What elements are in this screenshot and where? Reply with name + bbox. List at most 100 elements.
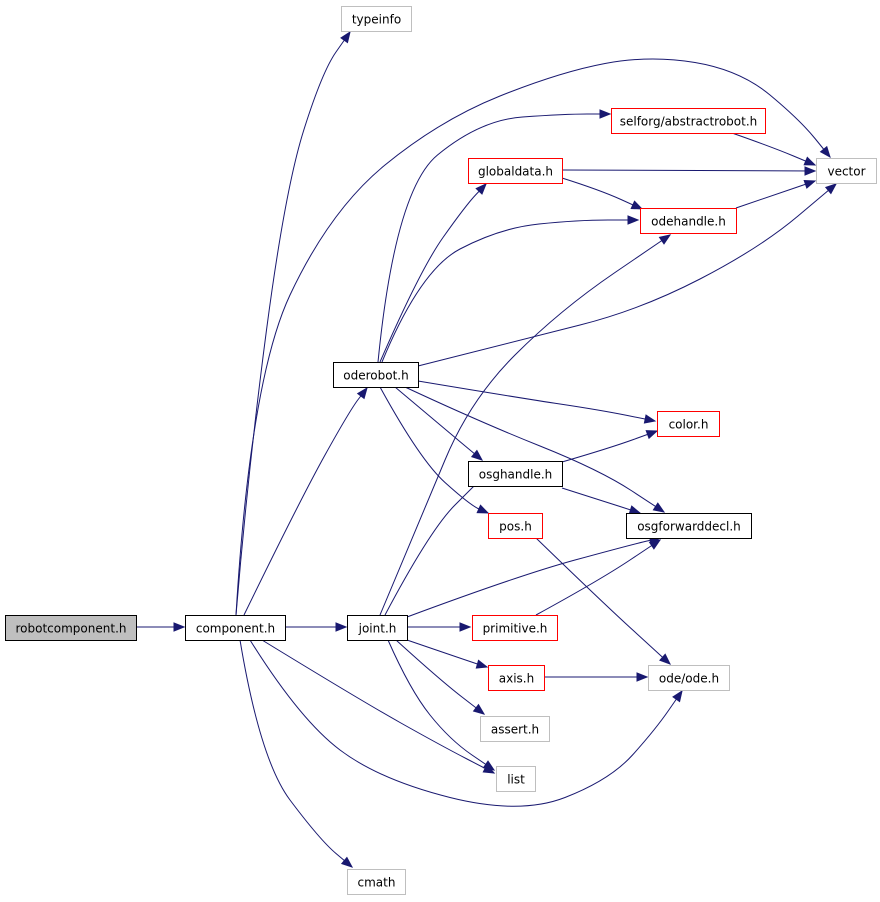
edge-line [535,537,671,665]
edge-line [404,386,665,513]
edge-oderobot-h-to-globaldata-h [379,183,487,363]
node-label: joint.h [358,622,397,636]
node-label: axis.h [499,672,534,686]
node-label: assert.h [491,723,539,737]
node-list[interactable]: list [496,766,536,792]
node-box [347,869,406,895]
node-label: robotcomponent.h [16,622,127,636]
node-label: component.h [196,622,275,636]
node-label: pos.h [499,520,532,534]
edge-joint-h-to-assert-h [395,639,486,715]
edges-layer [136,30,838,868]
edge-arrowhead [340,30,351,44]
node-label: osghandle.h [479,468,553,482]
edge-arrowhead [652,502,666,513]
node-label: color.h [669,418,709,432]
node-globaldata-h[interactable]: globaldata.h [468,158,563,184]
node-label: cmath [358,876,396,890]
node-label: oderobot.h [343,369,408,383]
edge-oderobot-h-to-osgforwarddecl-h [404,386,666,513]
node-component-h[interactable]: component.h [185,615,286,641]
node-pos-h[interactable]: pos.h [488,513,543,539]
edge-line [394,386,483,461]
edge-pos-h-to-ode-ode-h [535,537,672,665]
node-box [468,158,563,184]
edge-arrowhead [475,659,489,669]
edge-line [379,386,489,514]
edge-primitive-h-to-osgforwarddecl-h [535,539,662,616]
node-box [472,615,558,641]
edge-line [395,639,485,715]
edge-line [249,639,683,807]
node-cmath[interactable]: cmath [347,869,406,895]
edge-component-h-to-oderobot-h [243,386,368,616]
node-box [480,716,550,742]
node-ode-ode-h[interactable]: ode/ode.h [648,665,730,691]
edge-arrowhead [819,145,831,159]
edge-line [261,639,495,774]
node-oderobot-h[interactable]: oderobot.h [333,362,419,388]
edge-arrowhead [475,183,487,195]
edge-line [379,183,487,363]
node-box [5,615,137,641]
edge-globaldata-h-to-odehandle-h [561,177,644,210]
node-box [648,665,730,691]
edge-oderobot-h-to-pos-h [379,386,490,514]
node-label: list [507,773,525,787]
node-odehandle-h[interactable]: odehandle.h [640,208,737,234]
edge-arrowhead [459,622,472,632]
node-osgforwarddecl-h[interactable]: osgforwarddecl.h [626,513,752,539]
edge-line [417,380,656,422]
edge-line [235,58,831,616]
node-color-h[interactable]: color.h [657,411,720,437]
edge-line [235,31,351,616]
edge-joint-h-to-axis-h [406,639,489,669]
edge-osghandle-h-to-color-h [561,430,659,463]
edge-component-h-to-vector [235,58,831,616]
node-box [488,513,543,539]
node-selforg-abstractrobot-h[interactable]: selforg/abstractrobot.h [611,108,766,134]
edge-arrowhead [824,183,838,195]
edge-line [561,169,816,172]
node-label: selforg/abstractrobot.h [620,115,758,129]
edge-selforg-abstractrobot-h-to-vector [731,132,817,166]
edge-arrowhead [627,215,640,225]
edge-oderobot-h-to-selforg-abstractrobot-h [377,109,612,363]
node-axis-h[interactable]: axis.h [488,665,545,691]
edge-line [406,537,661,618]
edge-line [379,234,671,616]
edge-arrowhead [335,622,348,632]
edge-robotcomponent-h-to-component-h [136,622,186,632]
edge-arrowhead [340,856,354,868]
edge-arrowhead [636,672,649,682]
node-label: osgforwarddecl.h [637,520,741,534]
edge-line [239,639,353,868]
edge-arrowhead [173,622,186,632]
edge-joint-h-to-odehandle-h [379,234,672,616]
edge-globaldata-h-to-vector [561,166,817,176]
node-vector[interactable]: vector [816,158,877,184]
node-robotcomponent-h[interactable]: robotcomponent.h [5,615,137,641]
node-osghandle-h[interactable]: osghandle.h [468,461,563,487]
edge-line [535,539,661,616]
node-box [488,665,545,691]
edge-osghandle-h-to-osgforwarddecl-h [561,487,642,515]
edge-component-h-to-joint-h [285,622,348,632]
edge-arrowhead [472,703,486,715]
edge-arrowhead [599,109,612,119]
node-typeinfo[interactable]: typeinfo [341,6,412,32]
edge-line [243,387,368,616]
edge-oderobot-h-to-odehandle-h [381,215,640,363]
node-assert-h[interactable]: assert.h [480,716,550,742]
edge-arrowhead [803,156,817,166]
node-box [347,615,408,641]
edge-arrowhead [672,689,683,703]
node-label: typeinfo [352,13,401,27]
node-box [611,108,766,134]
edge-arrowhead [803,179,817,189]
node-primitive-h[interactable]: primitive.h [472,615,558,641]
node-joint-h[interactable]: joint.h [347,615,408,641]
edge-joint-h-to-list [387,639,496,771]
edge-arrowhead [658,234,672,245]
